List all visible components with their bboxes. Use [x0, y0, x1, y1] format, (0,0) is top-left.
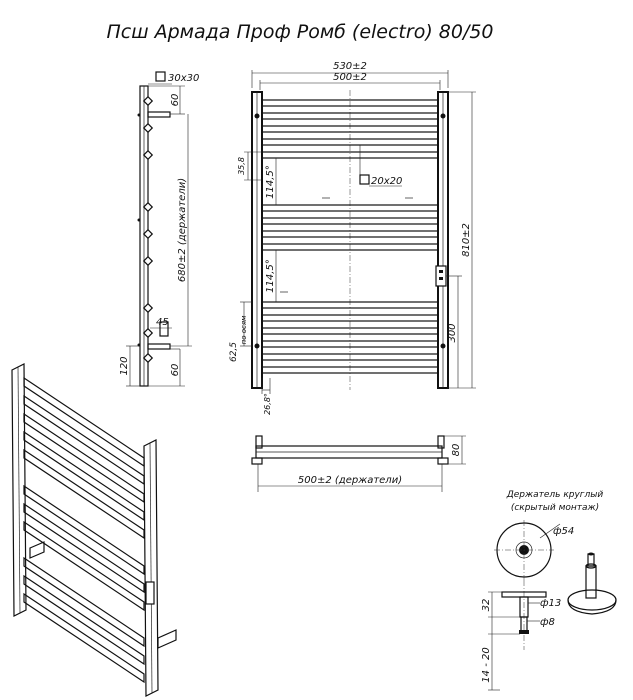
side-view: 30x30 60 680±2 (держатели) 45 60 120 — [119, 71, 199, 387]
front-overall-height: 810±2 — [461, 223, 472, 257]
side-dim-bottom: 60 — [170, 364, 181, 377]
isometric-view — [11, 363, 177, 697]
crossbar — [261, 151, 439, 159]
top-holder-width: 500±2 (держатели) — [298, 475, 402, 486]
rung-diamond — [142, 228, 154, 240]
front-dim-angle-2: 114,5° — [265, 259, 276, 293]
side-holder-top — [147, 111, 171, 118]
holder-3d-flange — [567, 589, 617, 611]
holder-point — [440, 343, 446, 349]
crossbar — [261, 204, 439, 212]
rung-diamond — [142, 201, 154, 213]
front-overall-width: 530±2 — [333, 61, 367, 72]
rung-diamond — [142, 95, 154, 107]
rung-diamond — [142, 149, 154, 161]
holder-caption-1: Держатель круглый — [506, 490, 604, 500]
rung-diamond — [142, 302, 154, 314]
side-dim-top: 60 — [170, 94, 181, 107]
side-dim-120: 120 — [119, 356, 130, 375]
crossbar — [261, 230, 439, 238]
holder-diameter-13: ф13 — [540, 598, 561, 609]
holder-caption-2: (скрытый монтаж) — [511, 503, 599, 513]
crossbar — [261, 112, 439, 120]
profile-square-symbol — [155, 71, 166, 82]
holder-point — [440, 113, 446, 119]
rung-diamond — [142, 122, 154, 134]
crossbar — [261, 99, 439, 107]
front-holder-width: 500±2 — [333, 72, 367, 83]
iso-crossbars — [23, 376, 145, 684]
top-view: 500±2 (держатели) 80 — [251, 435, 466, 492]
iso-electric-box — [145, 581, 155, 605]
crossbar — [261, 138, 439, 146]
holder-point — [254, 113, 260, 119]
crossbar — [261, 125, 439, 133]
electric-connector — [435, 265, 447, 287]
side-electric-box — [159, 321, 169, 337]
crossbar — [261, 314, 439, 322]
crossbar — [261, 366, 439, 374]
front-dim-300: 300 — [447, 323, 458, 342]
crossbar — [261, 217, 439, 225]
crossbar — [261, 340, 439, 348]
side-dim-45: 45 — [156, 317, 169, 328]
iso-right-rail — [143, 439, 159, 697]
front-crossbars — [261, 99, 439, 374]
front-dim-35: 35,8 — [237, 157, 246, 175]
drawing-title: Псш Армада Проф Ромб (electro) 80/50 — [106, 21, 493, 43]
iso-holder — [157, 629, 177, 649]
rung-diamond — [142, 255, 154, 267]
crossbar-size-label: 20x20 — [371, 176, 402, 187]
holder-diameter-large: ф54 — [553, 526, 574, 537]
front-dim-625-note: по осям — [240, 315, 248, 344]
crossbar — [261, 301, 439, 309]
front-dim-angle-1: 114,5° — [265, 165, 276, 199]
holder-dim-14-20: 14 - 20 — [481, 647, 492, 682]
holder-detail: Держатель круглый (скрытый монтаж) ф54 ф… — [481, 490, 617, 691]
top-depth: 80 — [451, 444, 462, 457]
holder-dim-32: 32 — [481, 599, 492, 612]
front-dim-625: 62,5 — [229, 342, 239, 362]
crossbar — [261, 243, 439, 251]
front-view: 530±2 500±2 — [229, 61, 476, 415]
front-dim-268: 26,8° — [263, 393, 272, 415]
side-dim-height: 680±2 (держатели) — [177, 178, 188, 282]
holder-3d-shaft — [585, 565, 597, 599]
rung-diamond — [142, 352, 154, 364]
side-rung-markers — [142, 95, 154, 364]
crossbar — [261, 327, 439, 335]
rung-diamond — [142, 327, 154, 339]
side-holder-bottom — [147, 343, 171, 350]
holder-diameter-8: ф8 — [540, 617, 555, 628]
crossbar-square-symbol — [359, 174, 370, 185]
profile-size-label: 30x30 — [168, 73, 199, 84]
crossbar — [261, 353, 439, 361]
holder-point — [254, 343, 260, 349]
iso-left-rail — [11, 363, 27, 617]
